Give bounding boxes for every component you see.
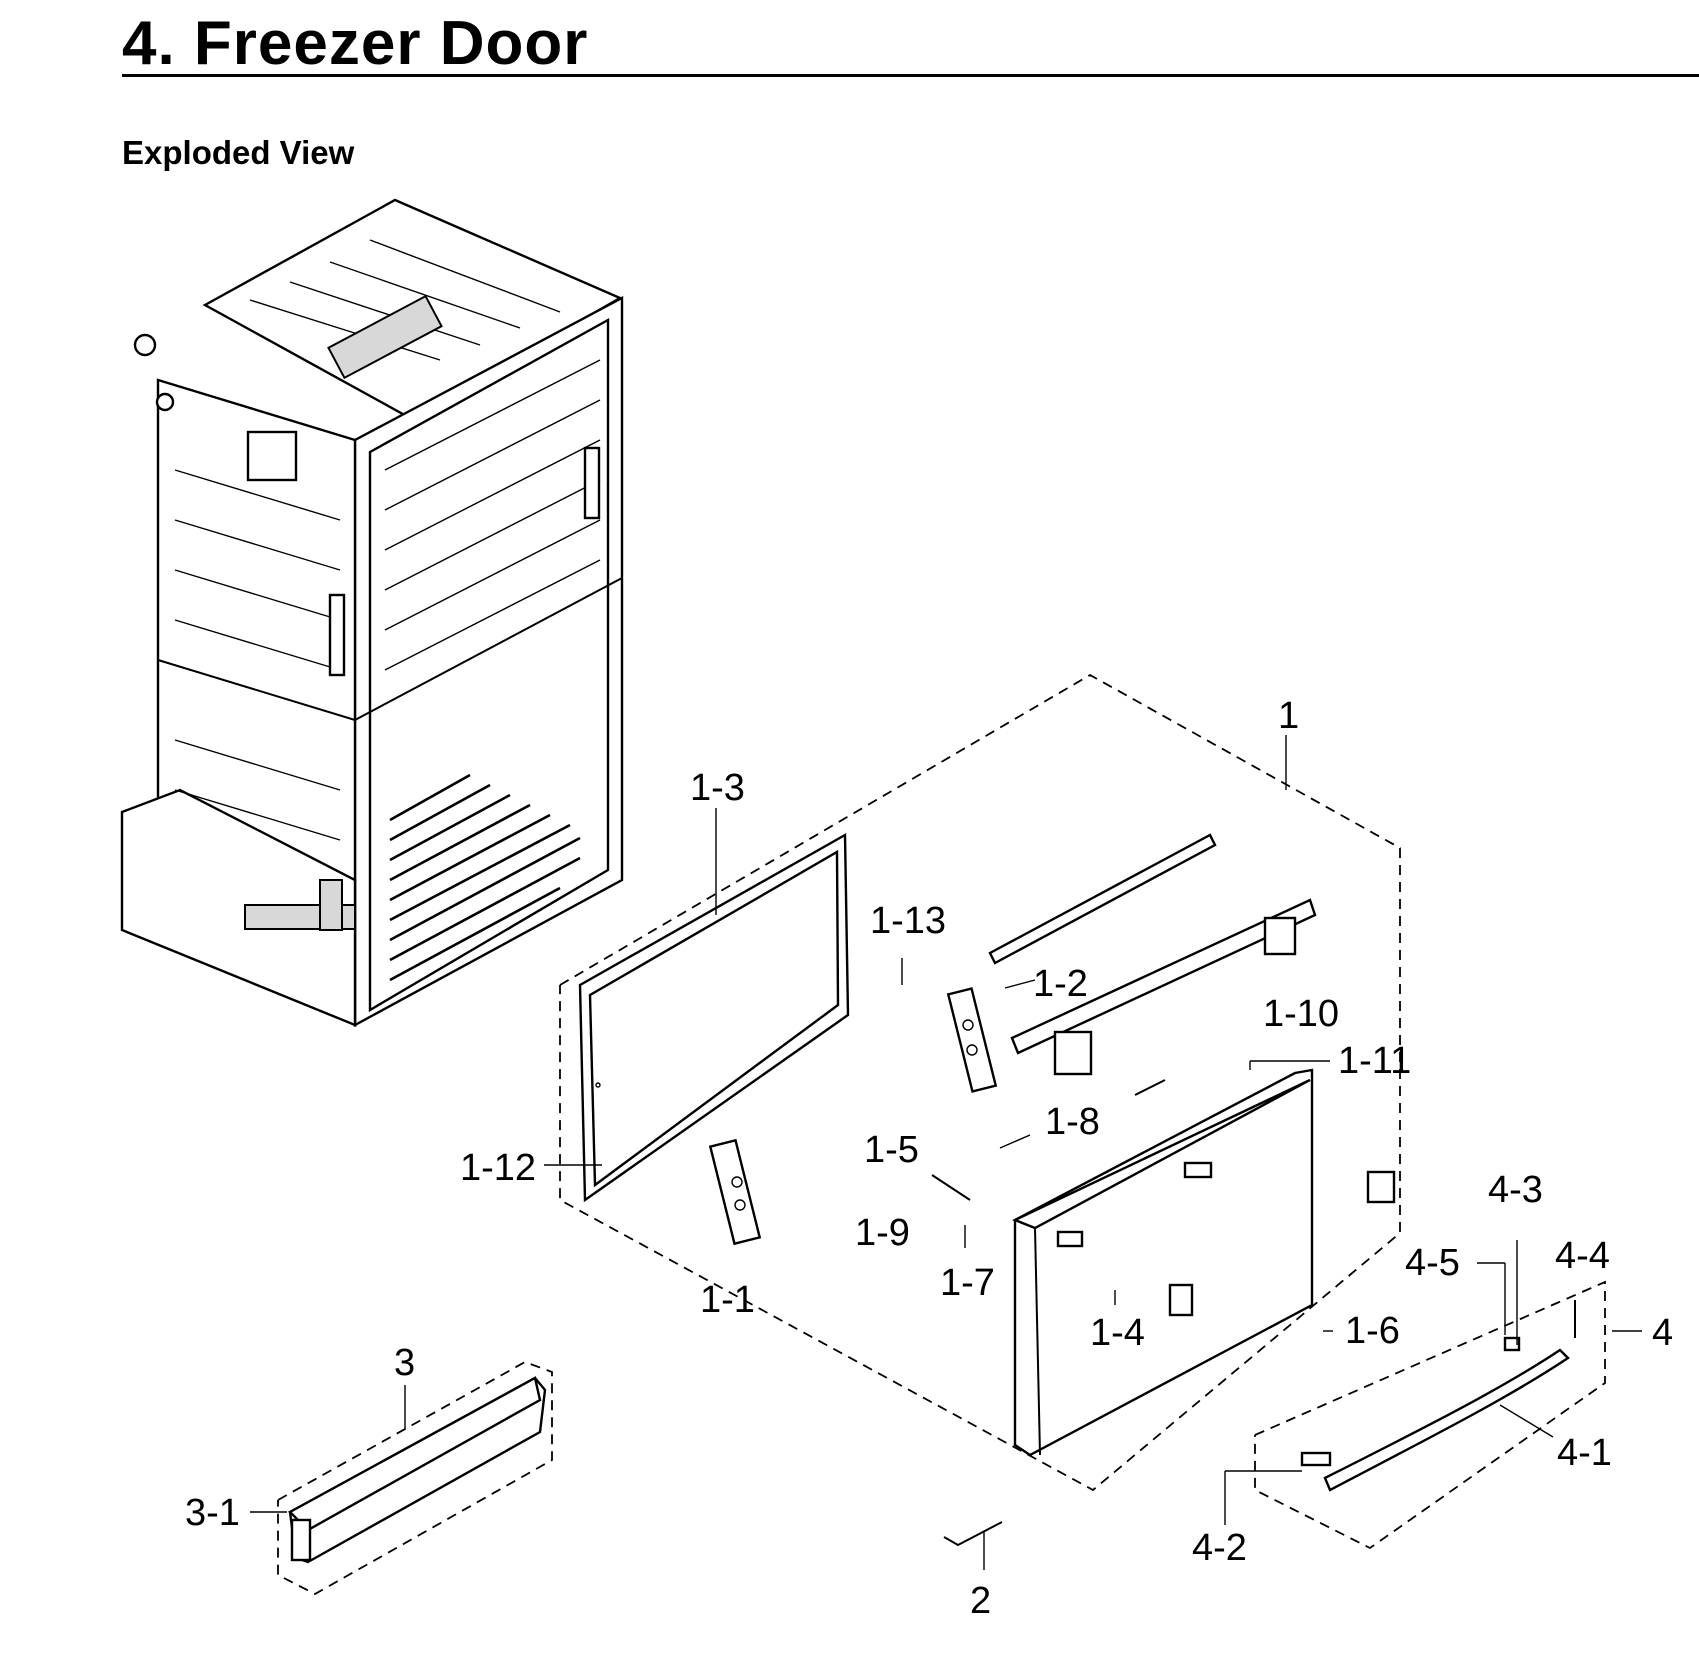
callout-4-5: 4-5 [1405,1242,1460,1284]
assembly-1-boundary [559,673,1401,1492]
callout-4-3: 4-3 [1488,1169,1543,1211]
hinge-parts [708,987,998,1246]
callout-1-3: 1-3 [690,767,745,809]
callout-1-2: 1-2 [1033,963,1088,1005]
callout-1-7: 1-7 [940,1262,995,1304]
freezer-door-panel [1012,1068,1314,1457]
title-rule [122,74,1699,77]
callout-1-9: 1-9 [855,1212,910,1254]
callout-1-11: 1-11 [1338,1040,1411,1082]
callout-1-1: 1-1 [700,1279,755,1321]
clip-part-4-2 [1300,1451,1332,1467]
callout-1-12: 1-12 [460,1147,536,1189]
hardware-bits [931,1079,1576,1352]
callout-4-1: 4-1 [1557,1432,1612,1474]
page-title: 4. Freezer Door [122,9,589,78]
callout-1-13: 1-13 [870,900,946,942]
callout-1-8: 1-8 [1045,1101,1100,1143]
callout-3-1: 3-1 [185,1492,240,1534]
handle-trim-part-4-1 [1323,1348,1570,1492]
callout-4-4: 4-4 [1555,1235,1610,1277]
callout-1: 1 [1278,695,1299,737]
callout-1-5: 1-5 [864,1129,919,1171]
assembly-3-boundary [277,1361,553,1596]
callout-4: 4 [1652,1312,1673,1354]
refrigerator-cabinet [120,198,624,1028]
subtitle: Exploded View [122,134,355,171]
door-bin-part-3 [288,1376,547,1564]
leader-lines [250,735,1642,1570]
callout-1-10: 1-10 [1263,993,1339,1035]
assembly-4-boundary [1254,1280,1606,1550]
callout-2: 2 [970,1580,991,1622]
door-trims [988,833,1317,1076]
callout-3: 3 [394,1342,415,1384]
callout-4-2: 4-2 [1192,1527,1247,1569]
callout-1-4: 1-4 [1090,1312,1145,1354]
callout-1-6: 1-6 [1345,1310,1400,1352]
bracket-part-2 [943,1521,1003,1547]
door-gasket-part-1-3 [578,832,850,1203]
callout-labels: 1 1-3 1-13 1-2 1-10 1-11 1-8 1-5 1-12 1-… [185,695,1673,1622]
